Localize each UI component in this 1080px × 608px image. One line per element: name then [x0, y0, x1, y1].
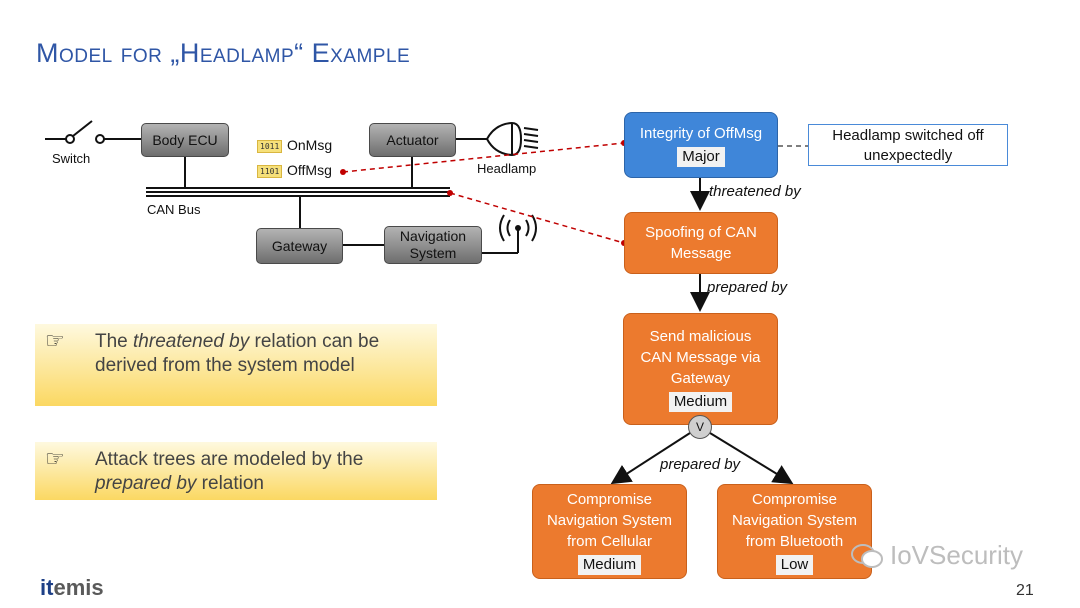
- arrow-to-cellular: [610, 432, 691, 485]
- actuator-box: Actuator: [369, 123, 456, 157]
- tip-prepared-by: ☞ Attack trees are modeled by the prepar…: [35, 442, 437, 500]
- offmsg-code: 1101: [257, 165, 283, 178]
- tip-1-em: threatened by: [133, 331, 250, 352]
- headlamp-icon: [485, 121, 539, 157]
- pointing-hand-icon: ☞: [45, 446, 65, 471]
- tip-2-post: relation: [196, 473, 265, 494]
- onmsg-code: 1011: [257, 140, 283, 153]
- node-compromise-cellular-rating: Medium: [577, 554, 642, 575]
- node-spoofing-label: Spoofing of CAN Message: [645, 224, 757, 262]
- offmsg-link: [342, 142, 625, 173]
- page-title-text: Model for „Headlamp“ Example: [36, 38, 411, 68]
- can-bus-line: [146, 187, 450, 197]
- node-integrity-offmsg: Integrity of OffMsg Major: [624, 112, 778, 178]
- tip-2-pre: Attack trees are modeled by the: [95, 449, 364, 470]
- root-note: Headlamp switched off unexpectedly: [808, 124, 1008, 166]
- offmsg-link-start: [340, 169, 346, 175]
- gateway-box: Gateway: [256, 228, 343, 264]
- node-integrity-offmsg-rating: Major: [677, 147, 725, 167]
- arrow-to-bluetooth: [709, 432, 794, 485]
- node-compromise-bluetooth-rating: Low: [775, 554, 814, 575]
- itemis-logo: itemis: [40, 575, 104, 601]
- node-compromise-cellular: Compromise Navigation System from Cellul…: [532, 484, 687, 579]
- node-spoofing-can-message: Spoofing of CAN Message: [624, 212, 778, 274]
- antenna-icon: [482, 214, 537, 254]
- page-number: 21: [1016, 582, 1034, 599]
- switch-symbol: [45, 120, 141, 144]
- navigation-system-box: Navigation System: [384, 226, 482, 264]
- onmsg-label: OnMsg: [287, 137, 333, 153]
- page-title: Model for „Headlamp“ Example: [36, 38, 410, 69]
- wechat-icon: [851, 543, 883, 568]
- tip-1-post: relation can be derived from the system …: [95, 331, 380, 376]
- watermark-text: IoVSecurity: [890, 540, 1023, 570]
- node-send-malicious-label: Send malicious CAN Message via Gateway: [640, 328, 761, 387]
- logo-part-b: emis: [53, 575, 104, 600]
- canbus-link: [449, 192, 625, 244]
- relation-prepared-by-1: prepared by: [707, 279, 788, 296]
- node-compromise-bluetooth: Compromise Navigation System from Blueto…: [717, 484, 872, 579]
- relation-threatened-by: threatened by: [709, 183, 801, 200]
- can-bus-label: CAN Bus: [147, 202, 201, 217]
- node-compromise-cellular-label: Compromise Navigation System from Cellul…: [546, 490, 673, 550]
- body-ecu-label: Body ECU: [152, 131, 218, 148]
- offmsg-label: OffMsg: [287, 162, 332, 178]
- node-integrity-offmsg-label: Integrity of OffMsg: [639, 125, 763, 142]
- logo-part-a: it: [40, 575, 54, 600]
- watermark: IoVSecurity: [850, 540, 1023, 571]
- pointing-hand-icon: ☞: [45, 328, 65, 353]
- headlamp-label: Headlamp: [477, 161, 537, 176]
- tip-1-pre: The: [95, 331, 134, 352]
- gateway-label: Gateway: [271, 237, 328, 254]
- node-send-malicious-message: Send malicious CAN Message via Gateway M…: [623, 313, 778, 425]
- body-ecu-box: Body ECU: [141, 123, 229, 157]
- or-gate: V: [688, 415, 712, 439]
- switch-label: Switch: [52, 151, 91, 166]
- tip-2-em: prepared by: [95, 473, 197, 494]
- navigation-system-label: Navigation System: [399, 228, 467, 261]
- node-send-malicious-rating: Medium: [668, 392, 733, 412]
- node-compromise-bluetooth-label: Compromise Navigation System from Blueto…: [731, 490, 858, 550]
- actuator-label: Actuator: [386, 131, 439, 148]
- canbus-link-start: [447, 190, 453, 196]
- relation-prepared-by-2: prepared by: [660, 456, 741, 473]
- tip-threatened-by: ☞ The threatened by relation can be deri…: [35, 324, 437, 406]
